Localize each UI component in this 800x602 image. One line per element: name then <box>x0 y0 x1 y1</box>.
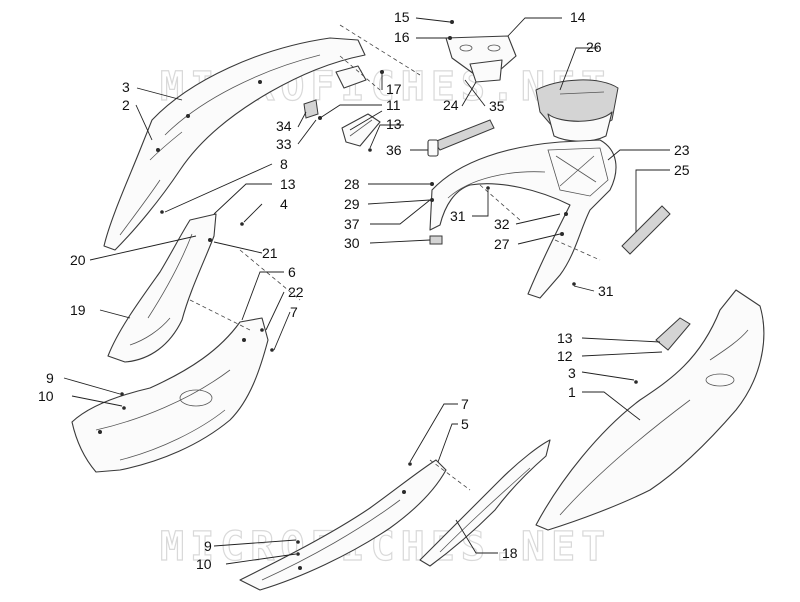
callout-35: 35 <box>489 98 505 114</box>
part-23-rack <box>429 139 617 299</box>
callout-37: 37 <box>344 216 360 232</box>
callout-3: 3 <box>122 79 130 95</box>
part-1-right-main-panel <box>535 289 765 531</box>
callout-27: 27 <box>494 236 510 252</box>
callout-13-c: 13 <box>557 330 573 346</box>
part-19-inner-panel <box>107 213 217 363</box>
callout-17: 17 <box>386 81 402 97</box>
part-11-bracket <box>341 113 381 147</box>
part-12-bracket <box>655 317 691 351</box>
callout-32: 32 <box>494 216 510 232</box>
callout-9: 9 <box>46 370 54 386</box>
callout-19: 19 <box>70 302 86 318</box>
callout-21: 21 <box>262 245 278 261</box>
callout-31-b: 31 <box>598 283 614 299</box>
callout-10-b: 10 <box>196 556 212 572</box>
part-30-clip <box>429 235 443 245</box>
callout-15: 15 <box>394 9 410 25</box>
callout-31: 31 <box>450 208 466 224</box>
part-24-strip <box>433 119 495 151</box>
part-18-lower-trim <box>419 439 551 567</box>
callout-3-b: 3 <box>568 365 576 381</box>
callout-33: 33 <box>276 136 292 152</box>
part-6-lower-left-panel <box>71 317 269 473</box>
callout-4: 4 <box>280 196 288 212</box>
callout-10: 10 <box>38 388 54 404</box>
callout-labels: 15 14 16 26 3 2 17 11 24 35 34 13 33 36 … <box>38 9 690 572</box>
part-14-plate <box>445 35 517 83</box>
callout-13: 13 <box>386 116 402 132</box>
part-26-cover <box>535 79 619 142</box>
callout-7-b: 7 <box>461 396 469 412</box>
callout-13-b: 13 <box>280 176 296 192</box>
callout-2: 2 <box>122 97 130 113</box>
callout-9-b: 9 <box>204 538 212 554</box>
callout-24: 24 <box>443 97 459 113</box>
callout-12: 12 <box>557 348 573 364</box>
callout-28: 28 <box>344 176 360 192</box>
leader-lines <box>63 17 670 565</box>
part-2-left-upper-panel <box>103 37 366 251</box>
callout-16: 16 <box>394 29 410 45</box>
part-25-strip <box>621 205 671 255</box>
callout-22: 22 <box>288 284 304 300</box>
part-36-bush <box>427 139 439 157</box>
callout-7: 7 <box>290 304 298 320</box>
callout-5: 5 <box>461 416 469 432</box>
callout-23: 23 <box>674 142 690 158</box>
callout-25: 25 <box>674 162 690 178</box>
callout-26: 26 <box>586 39 602 55</box>
callout-1: 1 <box>568 384 576 400</box>
callout-14: 14 <box>570 9 586 25</box>
callout-18: 18 <box>502 545 518 561</box>
callout-30: 30 <box>344 235 360 251</box>
callout-8: 8 <box>280 156 288 172</box>
callout-29: 29 <box>344 196 360 212</box>
callout-11: 11 <box>386 97 401 113</box>
callout-6: 6 <box>288 264 296 280</box>
callout-20: 20 <box>70 252 86 268</box>
part-5-footboard-side <box>239 459 447 591</box>
callout-34: 34 <box>276 118 292 134</box>
callout-36: 36 <box>386 142 402 158</box>
